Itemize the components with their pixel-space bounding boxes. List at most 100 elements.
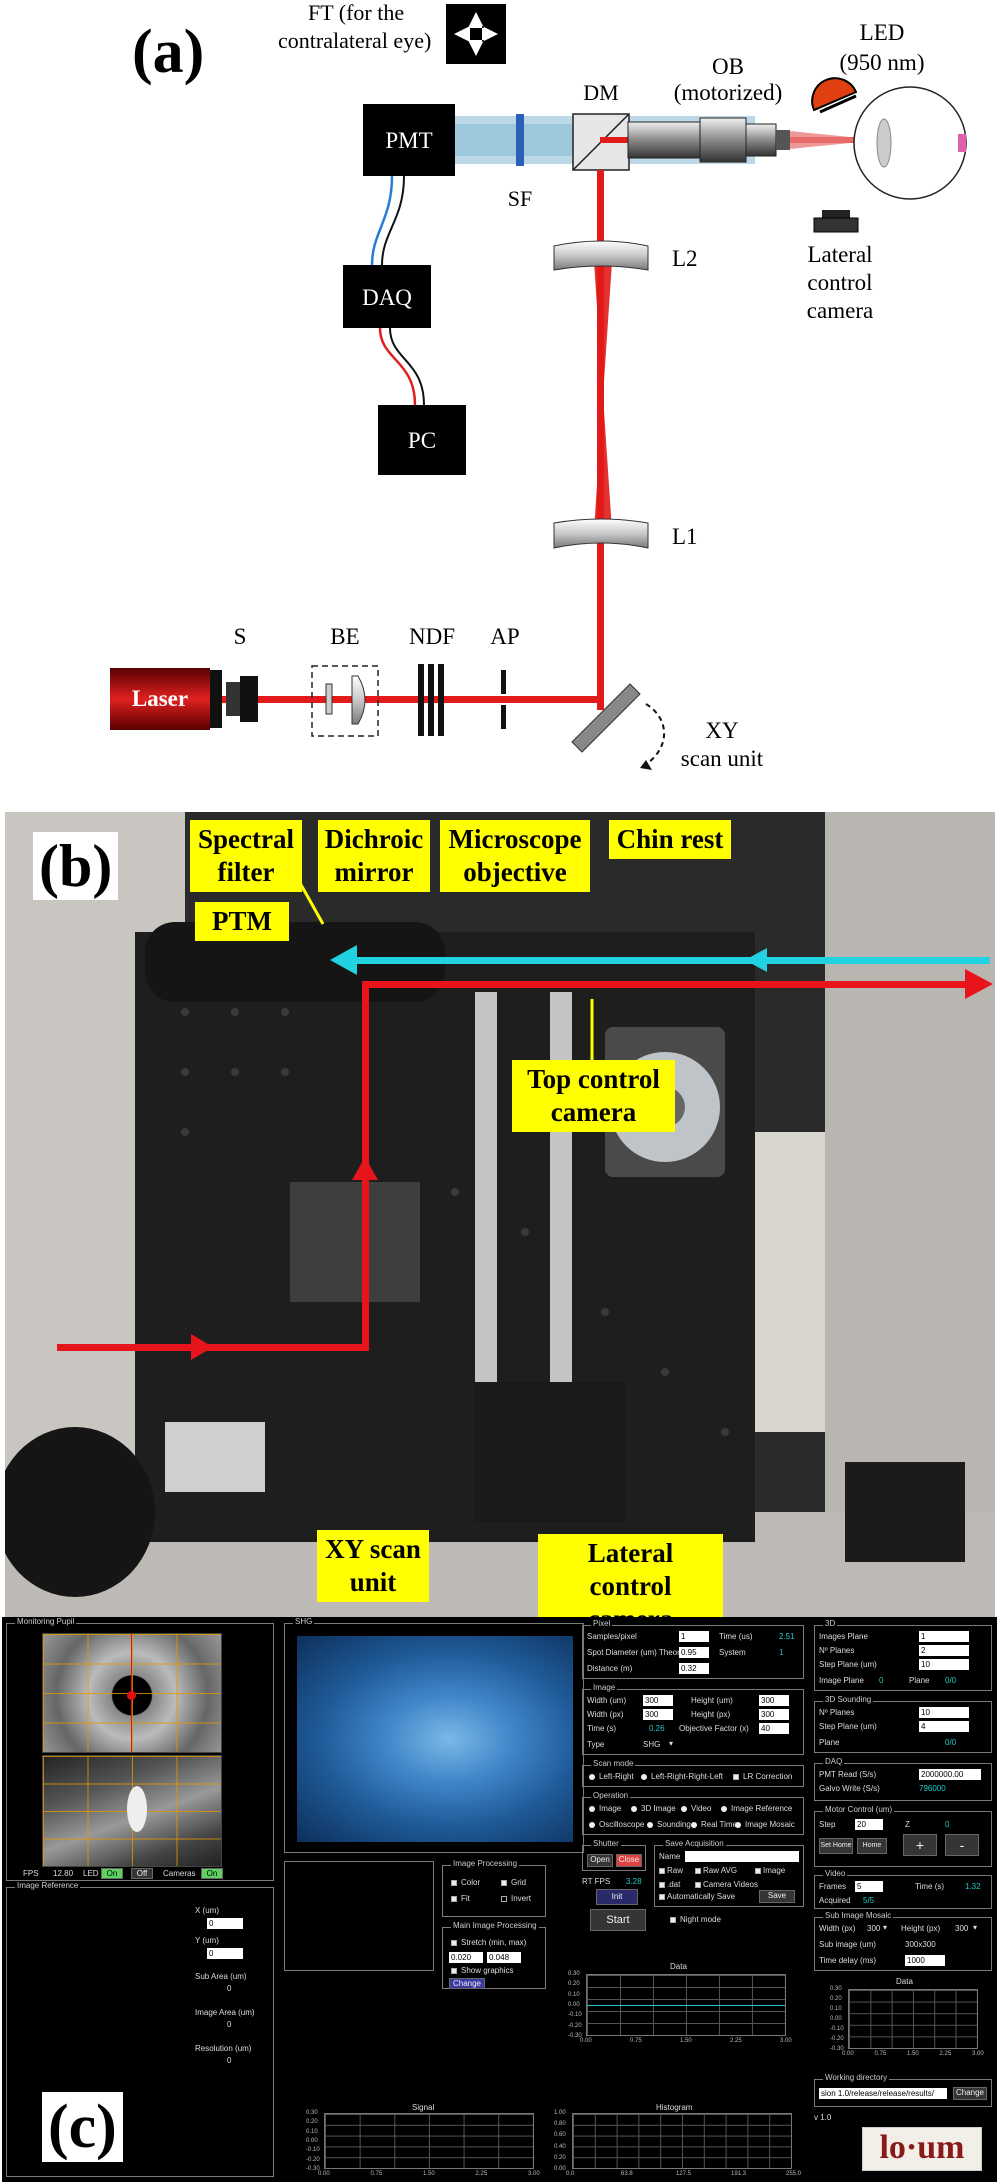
mosaic-height-chevron-icon[interactable]: ▾	[973, 1923, 978, 1932]
histogram-plot-area	[572, 2113, 792, 2169]
be-label: BE	[330, 624, 359, 649]
change-directory-button[interactable]: Change	[953, 2087, 987, 2100]
lateral-control-camera-label: Lateral control camera	[538, 1534, 723, 1617]
pupil-camera-top	[42, 1633, 222, 1753]
red-beam-vertical-arrowhead	[352, 1157, 378, 1180]
time-delay-input[interactable]: 1000	[905, 1955, 945, 1966]
left-right-radio[interactable]	[589, 1774, 595, 1780]
operation-group: Operation Image 3D Image Video Image Ref…	[582, 1791, 804, 1835]
op-sounding-radio[interactable]	[647, 1822, 653, 1828]
histogram-y-tick: 0.80	[554, 2121, 566, 2128]
type-chevron-icon[interactable]: ▾	[669, 1739, 674, 1748]
step-plane-input[interactable]: 10	[919, 1659, 969, 1670]
init-button[interactable]: Init	[596, 1889, 638, 1905]
cameras-on-button[interactable]: On	[201, 1868, 223, 1879]
lr-correction-checkbox[interactable]	[733, 1774, 739, 1780]
signal-y-tick: 0.20	[306, 2119, 318, 2126]
rt-fps-label: RT FPS	[582, 1877, 611, 1886]
shutter-open-button[interactable]: Open	[587, 1854, 613, 1867]
fit-label: Fit	[461, 1894, 470, 1903]
x-um-label: X (um)	[195, 1906, 219, 1915]
width-um-input[interactable]: 300	[643, 1695, 673, 1706]
ob-label-line1: OB	[712, 54, 744, 79]
night-mode-checkbox[interactable]	[670, 1917, 676, 1923]
z-plus-button[interactable]: +	[903, 1834, 937, 1856]
y-um-input[interactable]: 0	[207, 1948, 243, 1959]
sounding-step-plane-input[interactable]: 4	[919, 1721, 969, 1732]
height-px-input[interactable]: 300	[759, 1709, 789, 1720]
x-um-input[interactable]: 0	[207, 1918, 243, 1929]
image-save-label: Image	[763, 1866, 786, 1875]
spectral-filter-label: Spectral filter	[190, 820, 302, 892]
mosaic-width-select[interactable]: 300	[867, 1924, 881, 1933]
stretch-max-input[interactable]: 0.048	[487, 1952, 521, 1963]
type-select[interactable]: SHG	[643, 1740, 661, 1749]
scan-rotation-arrow	[639, 703, 665, 769]
save-button[interactable]: Save	[759, 1890, 795, 1903]
scan-mode-group: Scan mode Left-Right Left-Right-Right-Le…	[582, 1759, 804, 1787]
home-button[interactable]: Home	[857, 1838, 887, 1854]
set-home-button[interactable]: Set Home	[819, 1838, 853, 1854]
data-y-tick: 0.30	[568, 1971, 580, 1977]
stretch-min-input[interactable]: 0.020	[449, 1952, 483, 1963]
mosaic-width-chevron-icon[interactable]: ▾	[883, 1923, 888, 1932]
mosaic-height-select[interactable]: 300	[955, 1924, 969, 1933]
image-reference-group: Image Reference X (um) 0 Y (um) 0 Sub Ar…	[6, 1881, 274, 2177]
op-image-radio[interactable]	[589, 1806, 595, 1812]
dat-checkbox[interactable]	[659, 1882, 665, 1888]
op-video-radio[interactable]	[681, 1806, 687, 1812]
data-y-tick: -0.30	[568, 2033, 582, 2039]
width-px-input[interactable]: 300	[643, 1709, 673, 1720]
left-right-right-left-radio[interactable]	[641, 1774, 647, 1780]
samples-pixel-input[interactable]: 1	[679, 1631, 709, 1642]
data-plot-right: Data	[822, 1977, 992, 2067]
objective-factor-input[interactable]: 40	[759, 1723, 789, 1734]
automatically-save-checkbox[interactable]	[659, 1894, 665, 1900]
xy-scan-line2: unit	[349, 1567, 397, 1597]
n-planes-input[interactable]: 2	[919, 1645, 969, 1656]
histogram-y-tick: 0.40	[554, 2143, 566, 2150]
top-camera-line1: Top control	[527, 1064, 660, 1094]
image-group: Image Width (um) 300 Height (um) 300 Wid…	[582, 1683, 804, 1755]
start-button[interactable]: Start	[590, 1909, 646, 1931]
theory-input[interactable]: 0.95	[679, 1647, 709, 1658]
data-x-tick: 2.25	[730, 2038, 742, 2044]
height-um-input[interactable]: 300	[759, 1695, 789, 1706]
change-button[interactable]: Change	[449, 1978, 485, 1989]
sounding-n-planes-input[interactable]: 10	[919, 1707, 969, 1718]
step-input[interactable]: 20	[855, 1819, 883, 1830]
images-plane-input[interactable]: 1	[919, 1631, 969, 1642]
name-input[interactable]	[685, 1851, 799, 1862]
op-real-time-radio[interactable]	[691, 1822, 697, 1828]
cyan-return-arrow-shaft	[350, 957, 990, 964]
distance-input[interactable]: 0.32	[679, 1663, 709, 1674]
stretch-checkbox[interactable]	[451, 1940, 457, 1946]
invert-checkbox[interactable]	[501, 1896, 507, 1902]
raw-avg-checkbox[interactable]	[695, 1868, 701, 1874]
pmt-read-input[interactable]: 2000000.00	[919, 1769, 981, 1780]
frames-input[interactable]: 5	[855, 1881, 883, 1892]
op-image-reference-radio[interactable]	[721, 1806, 727, 1812]
xy-label-line1: XY	[705, 718, 739, 743]
raw-checkbox[interactable]	[659, 1868, 665, 1874]
fit-checkbox[interactable]	[451, 1896, 457, 1902]
op-oscilloscope-radio[interactable]	[589, 1822, 595, 1828]
automatically-save-label: Automatically Save	[667, 1892, 736, 1901]
grid-checkbox[interactable]	[501, 1880, 507, 1886]
op-image-mosaic-radio[interactable]	[735, 1822, 741, 1828]
show-graphics-checkbox[interactable]	[451, 1968, 457, 1974]
3d-sounding-group: 3D Sounding Nº Planes 10 Step Plane (um)…	[814, 1695, 992, 1753]
color-checkbox[interactable]	[451, 1880, 457, 1886]
working-directory-input[interactable]: sion 1.0/release/release/results/	[819, 2088, 947, 2099]
camera-videos-checkbox[interactable]	[695, 1882, 701, 1888]
op-image-label: Image	[599, 1804, 622, 1813]
shutter-close-button[interactable]: Close	[616, 1854, 642, 1867]
histogram-plot: Histogram	[550, 2103, 800, 2179]
led-off-button[interactable]: Off	[131, 1868, 153, 1879]
histogram-plot-title: Histogram	[656, 2103, 693, 2112]
op-3d-image-radio[interactable]	[631, 1806, 637, 1812]
image-save-checkbox[interactable]	[755, 1868, 761, 1874]
z-minus-button[interactable]: -	[945, 1834, 979, 1856]
led-on-button[interactable]: On	[101, 1868, 123, 1879]
top-camera-line2: camera	[550, 1097, 637, 1127]
